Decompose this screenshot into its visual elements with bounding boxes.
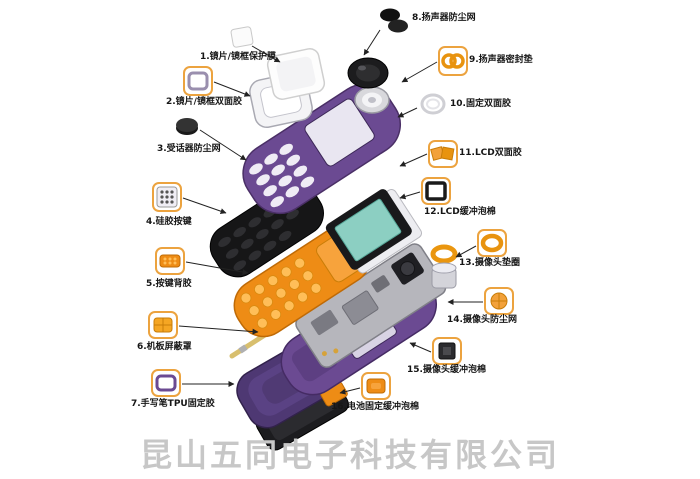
speaker-gasket-icon (438, 46, 468, 76)
camera-mesh-icon (484, 287, 514, 315)
speaker-mesh-icon (378, 6, 410, 36)
label-board-shield: 6.机板屏蔽罩 (137, 342, 192, 352)
pcb-part (295, 243, 447, 368)
camera-foam-icon (432, 337, 462, 365)
keypad-adhesive-icon (155, 247, 185, 275)
label-keypad-adhesive: 5.按键背胶 (146, 279, 192, 289)
company-watermark: 昆山五同电子科技有限公司 (139, 436, 560, 474)
label-lcd-tape: 11.LCD双面胶 (459, 148, 522, 158)
lens-film-part (266, 47, 326, 101)
camera-gasket-icon (477, 229, 507, 257)
fixing-tape-ring-icon (418, 90, 448, 118)
label-camera-foam: 15.摄像头缓冲泡棉 (407, 365, 486, 375)
label-speaker-mesh: 8.扬声器防尘网 (412, 13, 476, 23)
stylus-tpu-tape-icon (151, 369, 181, 397)
label-fixing-tape: 10.固定双面胶 (450, 99, 511, 109)
label-lens-frame-tape: 2.镜片/镜框双面胶 (166, 97, 242, 107)
speaker-part (347, 57, 389, 89)
camera-gasket-part (430, 244, 458, 289)
lcd-tape-icon (428, 140, 458, 168)
board-shield-icon (148, 311, 178, 339)
label-lens-film: 1.镜片/镜框保护膜 (200, 52, 276, 62)
receiver-mesh-icon (172, 114, 202, 140)
label-camera-mesh: 14.摄像头防尘网 (447, 315, 517, 325)
leader-arrows (178, 29, 483, 395)
label-stylus-tpu-tape: 7.手写笔TPU固定胶 (131, 399, 215, 409)
lcd-module-part (325, 189, 423, 274)
label-camera-gasket: 13.摄像头垫圈 (459, 258, 520, 268)
receiver-ring-part (354, 86, 390, 114)
label-speaker-gasket: 9.扬声器密封垫 (469, 55, 533, 65)
silicone-keypad-icon (152, 182, 182, 212)
label-battery-foam: 16.电池固定缓冲泡棉 (331, 402, 419, 412)
label-silicone-keypad: 4.硅胶按键 (146, 217, 192, 227)
label-lcd-foam: 12.LCD缓冲泡棉 (424, 207, 496, 217)
lens-film-icon (226, 24, 258, 52)
label-receiver-mesh: 3.受话器防尘网 (157, 144, 221, 154)
lcd-foam-icon (421, 177, 451, 205)
lens-frame-tape-icon (183, 66, 213, 96)
front-housing-part (242, 83, 401, 215)
battery-foam-icon (361, 372, 391, 400)
